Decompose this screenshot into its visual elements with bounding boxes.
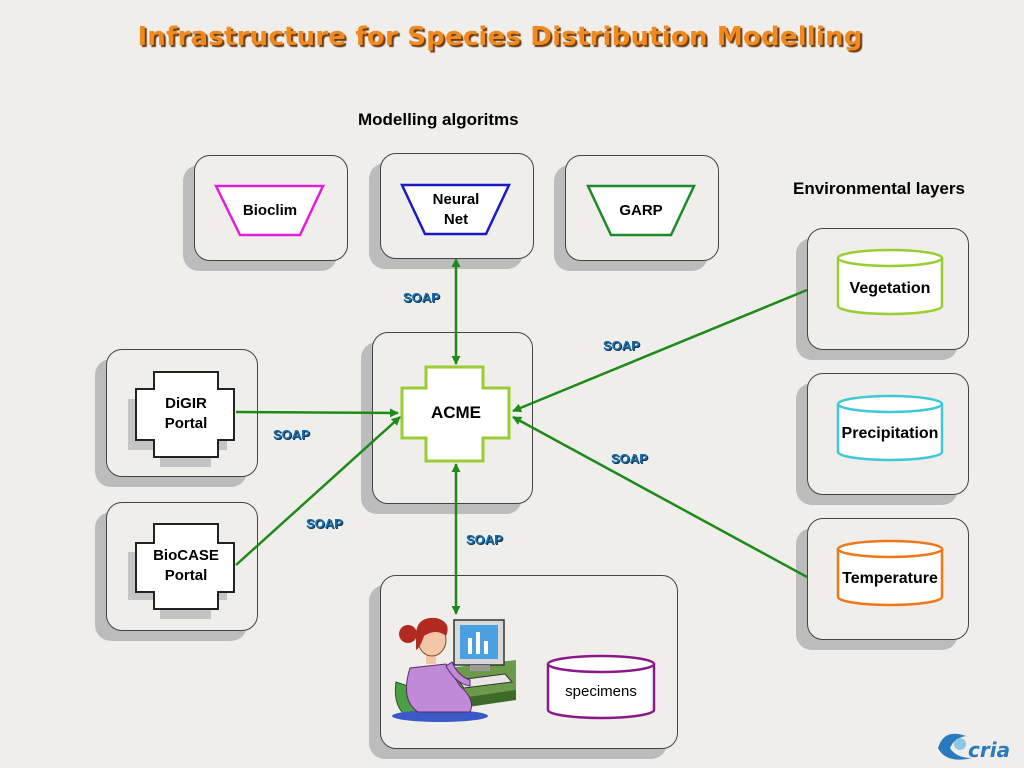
soap-label-temperature: SOAP [611, 451, 648, 466]
neural-net-shape [400, 183, 511, 236]
page-title: Infrastructure for Species Distribution … [137, 22, 863, 52]
cria-logo-text: cria [968, 738, 1011, 762]
specimens-cylinder [546, 654, 656, 720]
neural-net-label: Neural Net [420, 189, 492, 231]
precipitation-label: Precipitation [841, 425, 939, 442]
person-at-computer-illustration [392, 617, 516, 722]
digir-label-line2: Portal [164, 415, 208, 432]
acme-shape [400, 365, 511, 463]
environmental-heading: Environmental layers [793, 179, 965, 198]
vegetation-cylinder [836, 248, 944, 316]
soap-label-neural-net: SOAP [403, 290, 440, 305]
vegetation-acme-connector [512, 288, 808, 413]
specimens-label: specimens [565, 683, 637, 700]
biocase-acme-connector [235, 416, 401, 566]
temperature-acme-connector [512, 415, 808, 579]
algorithms-heading: Modelling algoritms [358, 110, 519, 129]
bioclim-shape [213, 184, 325, 237]
digir-label-line1: DiGIR [165, 395, 207, 412]
vegetation-label: Vegetation [849, 280, 931, 297]
soap-label-user: SOAP [466, 532, 503, 547]
garp-label: GARP [619, 202, 663, 219]
biocase-label-line2: Portal [164, 567, 208, 584]
precipitation-cylinder [836, 394, 944, 462]
soap-label-biocase: SOAP [306, 516, 343, 531]
temperature-cylinder [836, 539, 944, 607]
biocase-shape [135, 523, 235, 610]
digir-shape [135, 371, 235, 458]
soap-label-vegetation: SOAP [603, 338, 640, 353]
biocase-label-line1: BioCASE [153, 547, 219, 564]
temperature-label: Temperature [842, 570, 938, 587]
cria-logo-icon [938, 733, 972, 760]
acme-label: ACME [430, 403, 482, 422]
digir-label: DiGIR Portal [140, 393, 232, 435]
neural-net-label-text: Neural Net [432, 191, 480, 228]
biocase-label: BioCASE Portal [140, 545, 232, 587]
soap-label-digir: SOAP [273, 427, 310, 442]
garp-shape [586, 184, 696, 237]
digir-acme-connector [235, 408, 399, 418]
bioclim-label: Bioclim [242, 202, 298, 219]
